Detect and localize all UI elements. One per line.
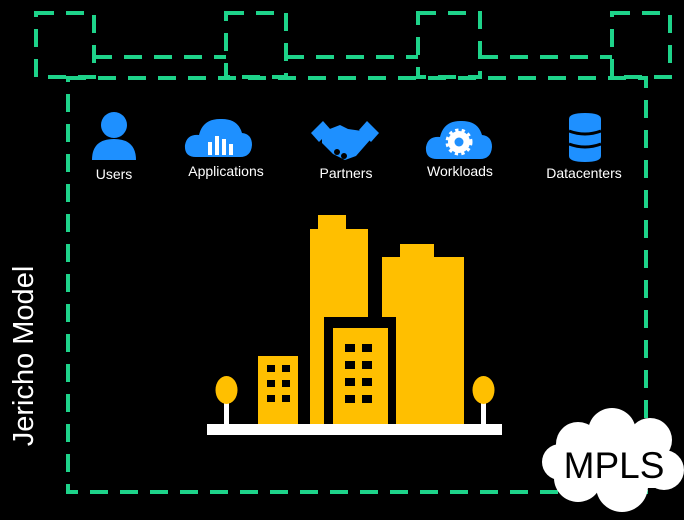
perimeter-node-3 — [416, 11, 482, 79]
mpls-label: MPLS — [563, 445, 665, 486]
perimeter-boundary — [34, 11, 672, 494]
database-icon — [568, 113, 602, 162]
perimeter-node-2 — [224, 11, 288, 79]
resource-label-datacenters: Datacenters — [546, 165, 622, 181]
diagram-title: Jericho Model — [8, 265, 40, 447]
resource-label-users: Users — [95, 166, 133, 182]
resource-label-workloads: Workloads — [427, 163, 493, 179]
resource-label-partners: Partners — [319, 165, 373, 181]
cloud-chart-icon — [184, 118, 252, 157]
perimeter-node-4 — [610, 11, 672, 79]
mpls-cloud-icon — [542, 408, 684, 512]
city-buildings-icon — [207, 215, 502, 435]
user-icon — [92, 112, 136, 160]
handshake-icon — [311, 121, 379, 160]
perimeter-rect — [66, 76, 648, 494]
perimeter-node-1 — [34, 11, 96, 79]
resource-label-applications: Applications — [188, 163, 264, 179]
cloud-gear-icon — [425, 120, 492, 159]
